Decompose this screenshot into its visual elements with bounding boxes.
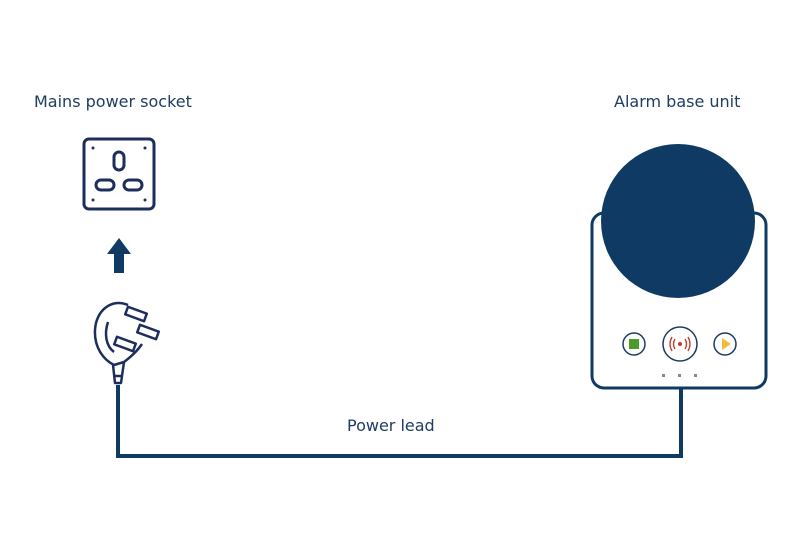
alarm-button[interactable] xyxy=(662,326,698,362)
alarm-base-unit-label: Alarm base unit xyxy=(614,92,741,111)
power-lead-label: Power lead xyxy=(347,416,435,435)
power-lead-cable xyxy=(116,385,683,458)
arrow-up-icon xyxy=(107,238,131,273)
play-triangle-icon xyxy=(722,338,731,350)
uk-mains-socket-icon xyxy=(82,137,156,211)
mains-power-socket-label: Mains power socket xyxy=(34,92,192,111)
stop-square-icon xyxy=(629,339,639,349)
uk-plug-icon xyxy=(93,301,161,385)
play-button[interactable] xyxy=(713,332,737,356)
indicator-dots xyxy=(662,374,697,377)
stop-button[interactable] xyxy=(622,332,646,356)
alarm-signal-icon xyxy=(669,336,691,352)
